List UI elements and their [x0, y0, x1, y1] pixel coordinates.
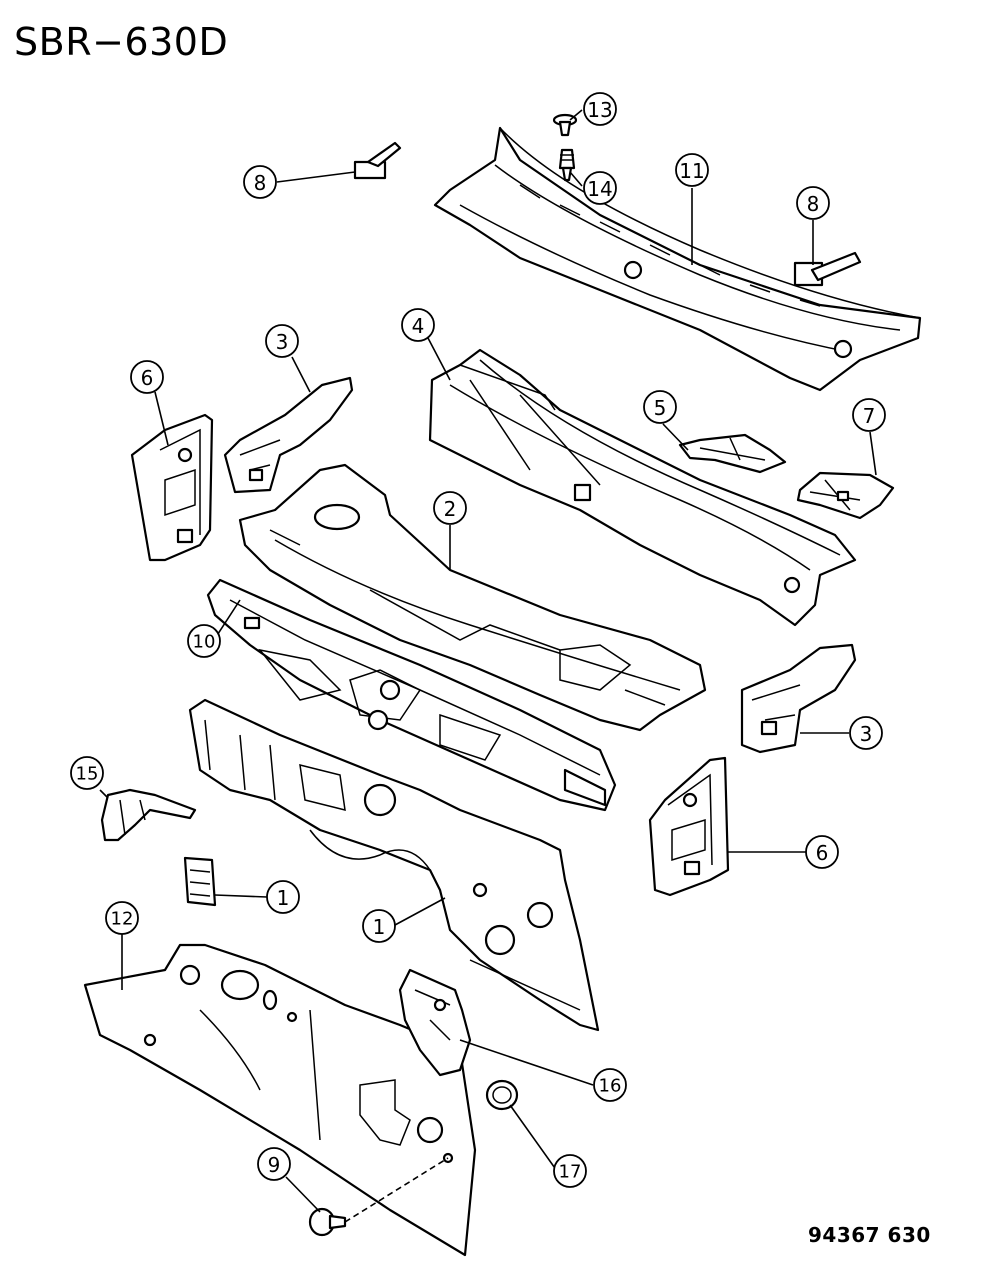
part-10-reinforcement	[206, 578, 617, 812]
callout-15-label: 15	[76, 764, 99, 785]
callout-14: 14	[583, 171, 617, 205]
diagram-title: SBR−630D	[14, 20, 229, 64]
part-17-grommet	[485, 1079, 519, 1111]
callout-3-lower: 3	[849, 716, 883, 750]
part-6-side-panel-left	[130, 413, 214, 562]
part-8-clip-left	[353, 141, 402, 180]
callout-2-label: 2	[444, 497, 457, 521]
figure-code: 94367 630	[808, 1223, 931, 1247]
callout-17: 17	[553, 1154, 587, 1188]
leader-lines	[99, 109, 877, 1223]
callout-10-label: 10	[193, 632, 216, 653]
callout-7-label: 7	[863, 404, 876, 428]
callout-4-label: 4	[412, 314, 425, 338]
callout-16-label: 16	[599, 1076, 622, 1097]
callout-1-dash-label: 1	[373, 915, 386, 939]
part-16-insulator	[398, 968, 472, 1077]
callout-11: 11	[675, 153, 709, 187]
part-6-side-panel-right	[648, 756, 730, 897]
callout-5: 5	[643, 390, 677, 424]
callout-1-dash: 1	[362, 909, 396, 943]
part-1-small-plate	[183, 856, 217, 907]
part-5-bracket	[678, 433, 787, 474]
callout-8-left: 8	[243, 165, 277, 199]
callout-9-label: 9	[268, 1153, 281, 1177]
part-12-silencer	[83, 943, 477, 1257]
callout-12-label: 12	[111, 909, 134, 930]
callout-13-label: 13	[587, 98, 612, 122]
callout-3-upper-label: 3	[276, 330, 289, 354]
callout-6-lower-label: 6	[816, 841, 829, 865]
callout-17-label: 17	[559, 1162, 582, 1183]
callout-3-lower-label: 3	[860, 722, 873, 746]
callout-6-lower: 6	[805, 835, 839, 869]
part-13-screw	[552, 113, 578, 137]
callout-6-upper-label: 6	[141, 366, 154, 390]
part-15-bracket	[100, 788, 197, 842]
callout-8-right: 8	[796, 186, 830, 220]
part-11-cowl-top-panel	[433, 126, 922, 392]
callout-3-upper: 3	[265, 324, 299, 358]
callout-13: 13	[583, 92, 617, 126]
callout-1-small: 1	[266, 880, 300, 914]
callout-11-label: 11	[679, 159, 704, 183]
callout-12: 12	[105, 901, 139, 935]
part-1-dash-panel	[188, 698, 600, 1032]
callout-8-right-label: 8	[807, 192, 820, 216]
callout-9: 9	[257, 1147, 291, 1181]
callout-2: 2	[433, 491, 467, 525]
part-3-bracket-right	[740, 643, 857, 754]
callout-15: 15	[70, 756, 104, 790]
callout-8-left-label: 8	[254, 171, 267, 195]
part-9-push-pin	[308, 1207, 347, 1237]
callout-5-label: 5	[654, 396, 667, 420]
part-2-cowl-panel	[238, 463, 707, 732]
callout-6-upper: 6	[130, 360, 164, 394]
callout-16: 16	[593, 1068, 627, 1102]
part-3-bracket-left	[223, 376, 354, 494]
part-4-cowl-plenum-panel	[428, 348, 857, 627]
callout-10: 10	[187, 624, 221, 658]
part-7-bracket	[796, 471, 895, 520]
callout-7: 7	[852, 398, 886, 432]
callout-14-label: 14	[587, 177, 612, 201]
part-8-clip-right	[793, 251, 862, 287]
callout-4: 4	[401, 308, 435, 342]
part-14-clip	[558, 148, 576, 182]
callout-1-small-label: 1	[277, 886, 290, 910]
